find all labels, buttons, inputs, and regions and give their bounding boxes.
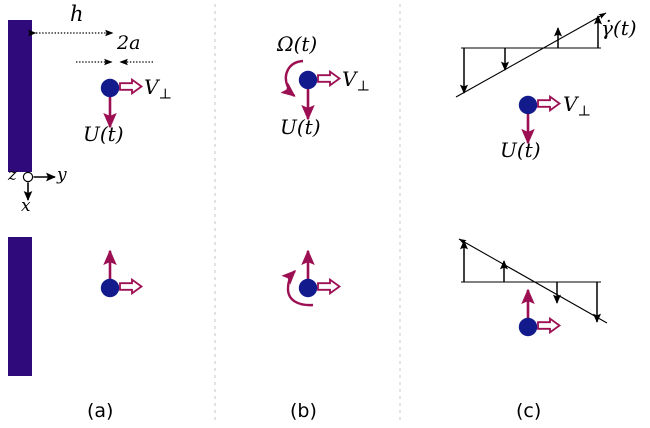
wall-upper: [8, 20, 32, 172]
v-perp-arrow-c-upper: [537, 94, 562, 113]
sphere-c-upper: [518, 95, 538, 115]
particle-c-lower: [518, 288, 562, 337]
label-v-perp-b: V⊥: [342, 69, 370, 94]
dimension-label-2a: 2a: [117, 32, 141, 54]
shear-gradient-line-upper: [455, 12, 607, 98]
particle-c-upper: [518, 94, 562, 145]
z-axis-out-of-page-icon: [22, 171, 34, 183]
shear-profile-upper: [455, 12, 607, 98]
sphere-c-lower: [518, 317, 538, 337]
v-perp-symbol: V: [563, 92, 578, 116]
particle-b-upper: [280, 59, 342, 121]
label-v-perp-a: V⊥: [144, 77, 172, 102]
particle-a-upper: [100, 77, 144, 129]
label-u-t-a: U(t): [83, 122, 124, 146]
sphere-a-upper: [100, 78, 120, 98]
v-perp-arrow-c-lower: [537, 316, 562, 335]
label-gamma-dot-c: γ̇(t): [601, 16, 637, 40]
panel-caption-c: (c): [516, 400, 542, 422]
panel-dividers: [214, 4, 401, 424]
particle-b-lower: [281, 249, 342, 307]
v-perp-arrow-a-upper: [119, 77, 144, 96]
v-perp-arrow-a-lower: [119, 277, 144, 296]
label-v-perp-c: V⊥: [563, 94, 591, 119]
sphere-b-lower: [298, 278, 318, 298]
v-perp-symbol: V: [144, 75, 159, 99]
rotation-arrow-b-upper: [280, 59, 304, 97]
v-perp-subscript: ⊥: [158, 86, 172, 103]
v-perp-subscript: ⊥: [577, 103, 591, 120]
wall-group: [8, 20, 32, 376]
axis-label-y: y: [57, 165, 67, 185]
sphere-b-upper: [298, 70, 318, 90]
shear-profile-lower: [458, 238, 608, 324]
label-u-t-b: U(t): [280, 115, 321, 139]
shear-gradient-line-lower: [458, 238, 608, 324]
label-u-t-c: U(t): [500, 138, 541, 162]
axis-label-x: x: [21, 196, 31, 216]
panel-caption-b: (b): [290, 400, 317, 422]
v-perp-symbol: V: [342, 67, 357, 91]
axis-triad: [22, 171, 56, 201]
wall-lower: [8, 237, 32, 376]
panel-caption-a: (a): [87, 400, 114, 422]
v-perp-arrow-b-lower: [317, 277, 342, 296]
sphere-a-lower: [100, 278, 120, 298]
dimension-arrows: [28, 29, 153, 66]
label-omega-t-b: Ω(t): [277, 32, 318, 56]
v-perp-subscript: ⊥: [356, 78, 370, 95]
rotation-arrow-b-lower: [281, 269, 314, 307]
axis-label-z: z: [8, 165, 17, 185]
v-perp-arrow-b-upper: [317, 69, 342, 88]
dimension-label-h: h: [70, 2, 84, 26]
particle-a-lower: [100, 249, 144, 298]
